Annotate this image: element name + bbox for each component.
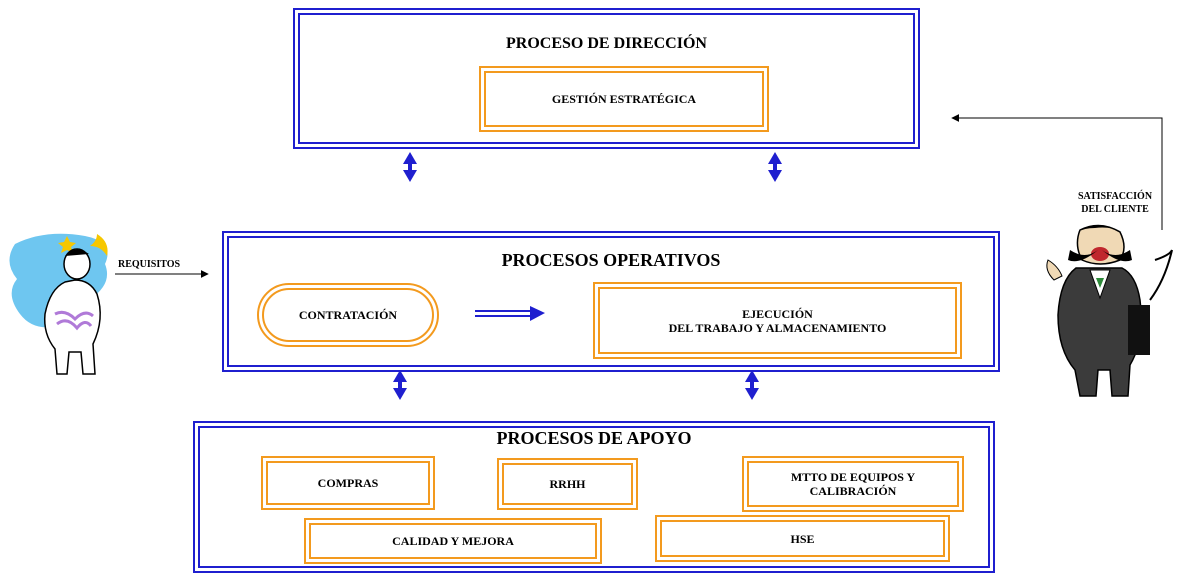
satisfaccion-label: SATISFACCIÓN DEL CLIENTE [1077, 191, 1153, 215]
gestion-estrategica-label: GESTIÓN ESTRATÉGICA [551, 92, 697, 106]
apoyo-frame [193, 421, 995, 573]
hse-label: HSE [790, 531, 815, 546]
rrhh-box: RRHH [497, 458, 638, 510]
calidad-box: CALIDAD Y MEJORA [304, 518, 602, 564]
hse-box: HSE [655, 515, 950, 562]
double-arrow-icon [393, 152, 782, 400]
calidad-label: CALIDAD Y MEJORA [392, 534, 514, 548]
customer-thinking-figure [9, 233, 108, 375]
rrhh-label: RRHH [549, 477, 586, 491]
contratacion-box: CONTRATACIÓN [257, 283, 439, 347]
flow-arrow-icon [475, 306, 545, 321]
compras-label: COMPRAS [317, 476, 379, 490]
apoyo-title: PROCESOS DE APOYO [496, 428, 692, 448]
direccion-frame [293, 8, 920, 149]
compras-box: COMPRAS [261, 456, 435, 510]
mtto-label: MTTO DE EQUIPOS Y CALIBRACIÓN [790, 470, 916, 498]
ejecucion-label: EJECUCIÓN DEL TRABAJO Y ALMACENAMIENTO [668, 306, 887, 335]
mtto-box: MTTO DE EQUIPOS Y CALIBRACIÓN [742, 456, 964, 512]
operativos-title: PROCESOS OPERATIVOS [501, 250, 721, 270]
requisitos-label: REQUISITOS [118, 259, 181, 270]
ejecucion-box: EJECUCIÓN DEL TRABAJO Y ALMACENAMIENTO [593, 282, 962, 359]
gestion-estrategica-box: GESTIÓN ESTRATÉGICA [479, 66, 769, 132]
happy-customer-figure [1046, 224, 1173, 397]
operativos-frame [222, 231, 1000, 372]
direccion-title: PROCESO DE DIRECCIÓN [506, 35, 707, 52]
contratacion-label: CONTRATACIÓN [298, 308, 398, 322]
